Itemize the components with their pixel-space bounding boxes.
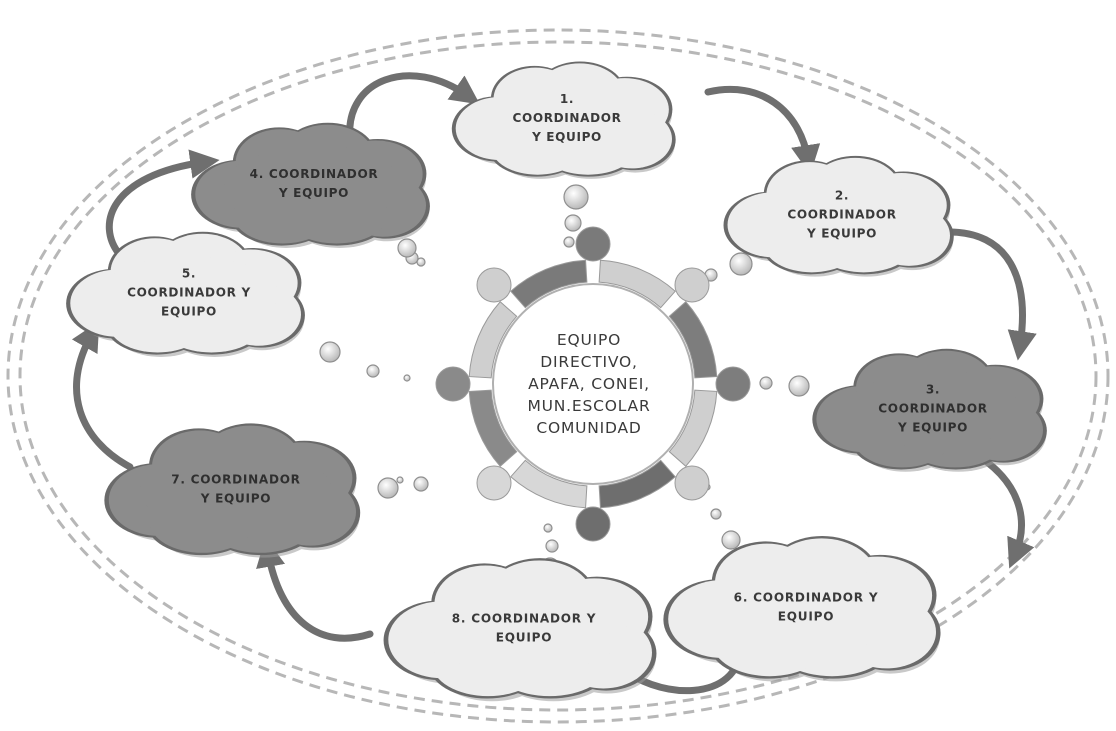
cycle-arrow: [704, 85, 821, 175]
cloud-label-line: 7. COORDINADOR: [171, 472, 300, 486]
cycle-arrow: [941, 228, 1037, 361]
connector-bubble: [543, 523, 553, 533]
cycle-arrow: [346, 72, 481, 142]
hub-ring-segment: [668, 389, 718, 467]
connector-bubble: [759, 376, 773, 390]
connector-bubble: [319, 341, 341, 363]
cloud-node-6: 6. COORDINADOR Y EQUIPO: [663, 536, 941, 682]
cloud-nodes: 1. COORDINADOR Y EQUIPO 2. COORDINADOR Y EQUI…: [66, 61, 1047, 702]
cloud-node-7: 7. COORDINADOR Y EQUIPO: [104, 423, 361, 558]
cloud-label-line: Y EQUIPO: [806, 226, 877, 240]
connector-bubble: [564, 214, 582, 232]
connector-bubble: [729, 252, 753, 276]
central-hub: EQUIPO DIRECTIVO, APAFA, CONEI, MUN.ESCOLAR…: [435, 226, 751, 542]
center-label-line: DIRECTIVO,: [540, 353, 637, 371]
connector-bubble: [721, 530, 741, 550]
cloud-label-line: 1.: [560, 92, 574, 106]
cloud-label-line: EQUIPO: [778, 610, 835, 624]
connector-bubble: [563, 236, 575, 248]
connector-bubble: [413, 476, 429, 492]
hub-ring-segment: [468, 301, 518, 379]
cloud-label-line: 6. COORDINADOR Y: [734, 591, 879, 605]
connector-bubble: [545, 539, 559, 553]
hub-ring-segment: [598, 459, 676, 509]
cycle-arrow: [105, 149, 220, 259]
cloud-label-line: COORDINADOR: [512, 111, 621, 125]
connector-bubble: [366, 364, 380, 378]
hub-person-head: [575, 506, 611, 542]
hub-ring-segment: [668, 301, 718, 379]
connector-bubble: [563, 184, 589, 210]
cloud-label-line: 2.: [835, 188, 849, 202]
cloud-body: [388, 560, 652, 697]
center-label-line: MUN.ESCOLAR: [527, 397, 650, 415]
cloud-label-line: COORDINADOR Y: [127, 285, 251, 299]
center-label-line: EQUIPO: [557, 331, 621, 349]
hub-person-head: [575, 226, 611, 262]
cloud-label-line: 3.: [926, 382, 940, 396]
cloud-node-8: 8. COORDINADOR Y EQUIPO: [383, 558, 657, 702]
cloud-body: [195, 124, 426, 244]
connector-bubble: [403, 374, 411, 382]
cloud-node-4: 4. COORDINADOR Y EQUIPO: [191, 122, 430, 248]
connector-bubble: [788, 375, 810, 397]
hub-ring-segment: [598, 259, 676, 309]
center-label-line: COMUNIDAD: [536, 419, 641, 437]
cloud-label-line: EQUIPO: [496, 631, 552, 645]
cloud-label-line: 8. COORDINADOR Y: [452, 612, 597, 626]
cloud-label-line: COORDINADOR: [878, 401, 987, 415]
hub-person-head: [435, 366, 471, 402]
cloud-label-line: Y EQUIPO: [200, 491, 272, 505]
cloud-label-line: Y EQUIPO: [278, 186, 349, 200]
hub-ring-segment: [510, 459, 588, 509]
hub-ring-segment: [510, 259, 588, 309]
cloud-label-line: 5.: [182, 266, 196, 280]
cloud-label-line: EQUIPO: [161, 304, 217, 318]
hub-ring-segment: [468, 389, 518, 467]
cloud-label-line: 4. COORDINADOR: [250, 167, 379, 181]
hub-person-head: [674, 465, 710, 501]
cloud-label-line: Y EQUIPO: [897, 420, 968, 434]
center-label-line: APAFA, CONEI,: [528, 375, 650, 393]
cloud-body: [108, 425, 357, 553]
connector-bubble: [710, 508, 722, 520]
cloud-node-3: 3. COORDINADOR Y EQUIPO: [812, 348, 1047, 472]
hub-inner-disk: [492, 283, 694, 485]
connector-bubble: [396, 476, 404, 484]
hub-person-head: [674, 267, 710, 303]
dashed-border: [6, 28, 1110, 724]
cloud-label-line: Y EQUIPO: [531, 130, 602, 144]
hub-person-head: [476, 465, 512, 501]
hub-person-head: [476, 267, 512, 303]
cloud-node-1: 1. COORDINADOR Y EQUIPO: [451, 61, 676, 179]
cycle-arrow: [71, 321, 134, 471]
connector-bubble: [377, 477, 399, 499]
cycle-arrow: [256, 537, 374, 642]
cloud-body: [668, 538, 936, 677]
connector-bubble: [397, 238, 417, 258]
cloud-node-2: 2. COORDINADOR Y EQUIPO: [723, 155, 954, 277]
cloud-label-line: COORDINADOR: [787, 207, 896, 221]
hub-person-head: [715, 366, 751, 402]
cloud-node-5: 5. COORDINADOR Y EQUIPO: [66, 231, 305, 357]
